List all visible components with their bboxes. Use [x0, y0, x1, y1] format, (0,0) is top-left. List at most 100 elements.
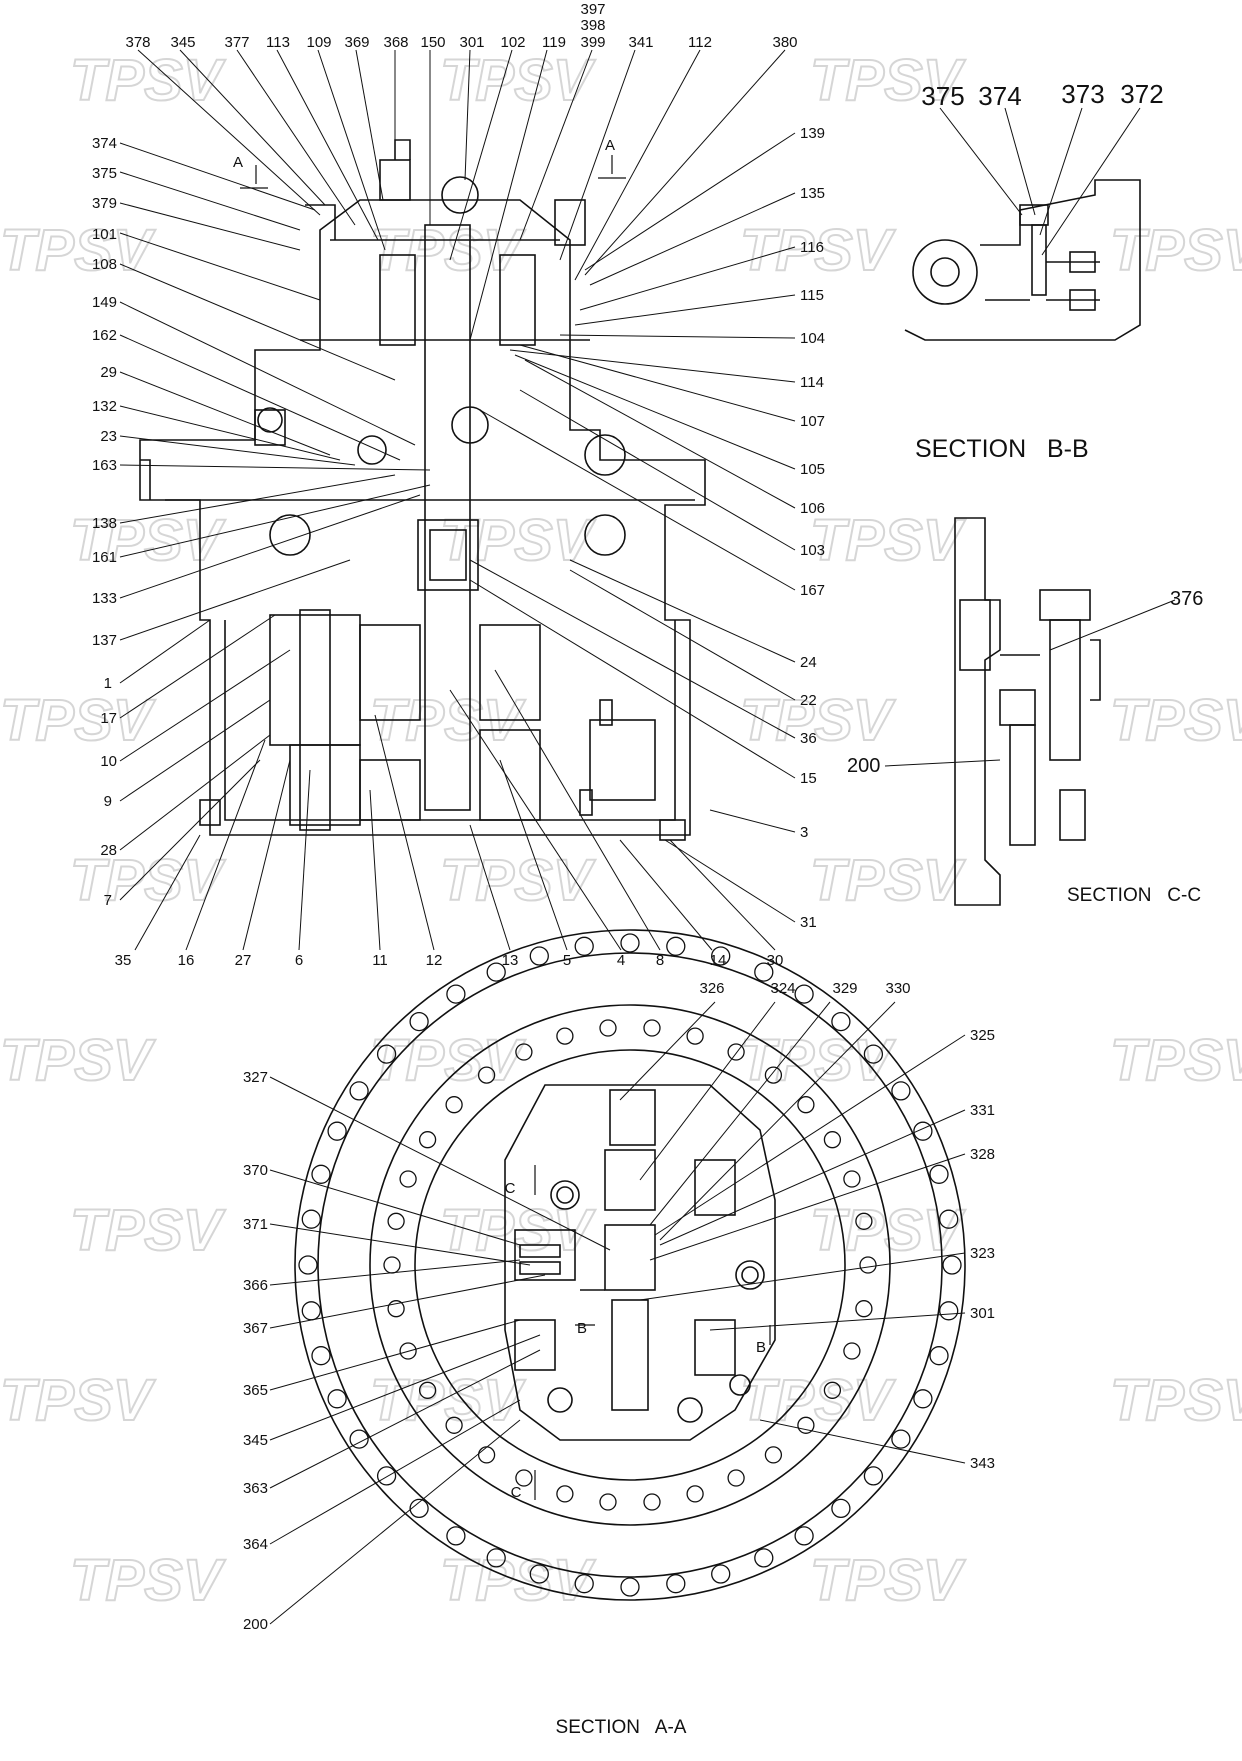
label-341: 341: [628, 34, 653, 51]
label-aa-301: 301: [970, 1305, 995, 1322]
bolt-hole: [574, 936, 594, 956]
watermark-text: TPSV: [740, 688, 896, 753]
watermark-text: TPSV: [1110, 688, 1242, 753]
bolt-hole: [349, 1429, 369, 1449]
right-labels: 139 135 116 115 104 114 107 105 106 103 …: [800, 125, 825, 931]
label-345: 345: [170, 34, 195, 51]
watermark-text: TPSV: [0, 1028, 156, 1093]
label-aa-323: 323: [970, 1245, 995, 1262]
label-aa-331: 331: [970, 1102, 995, 1119]
label-103: 103: [800, 542, 825, 559]
label-9: 9: [104, 793, 112, 810]
label-7: 7: [104, 892, 112, 909]
section-a-marker-right: A: [605, 137, 615, 154]
main-cross-section: [139, 139, 706, 841]
bolt-circles: [298, 933, 962, 1597]
label-11: 11: [372, 952, 388, 969]
label-138: 138: [92, 515, 117, 532]
section-aa-labels-left: 327 370 371 366 367 365 345 363 364 200: [243, 1069, 268, 1633]
section-aa-drawing: [294, 929, 966, 1601]
watermark-text: TPSV: [1110, 218, 1242, 283]
bolt-hole: [929, 1164, 949, 1184]
label-375: 375: [92, 165, 117, 182]
label-5: 5: [563, 952, 571, 969]
label-30: 30: [767, 952, 784, 969]
bottom-labels: 35 16 27 6 11 12 13 5 4 8 14 30: [115, 952, 784, 969]
bolt-hole: [891, 1429, 911, 1449]
bolt-hole: [859, 1256, 877, 1274]
bolt-hole: [311, 1164, 331, 1184]
bolt-hole: [445, 1096, 463, 1114]
label-35: 35: [115, 952, 132, 969]
bolt-hole: [486, 1548, 506, 1568]
bolt-hole: [349, 1081, 369, 1101]
bolt-hole: [556, 1027, 574, 1045]
bolt-hole: [376, 1466, 397, 1486]
watermark-text: TPSV: [70, 1548, 226, 1613]
label-aa-365: 365: [243, 1382, 268, 1399]
bolt-hole: [711, 946, 731, 966]
bolt-hole: [446, 1526, 466, 1546]
bolt-hole: [666, 936, 686, 956]
bolt-hole: [409, 1498, 429, 1519]
bolt-hole: [823, 1381, 842, 1399]
bolt-hole: [754, 1548, 774, 1568]
label-aa-364: 364: [243, 1536, 268, 1553]
bolt-hole: [387, 1212, 405, 1230]
label-27: 27: [235, 952, 252, 969]
bolt-hole: [686, 1485, 704, 1503]
top-labels: 378 345 377 113 109 369 368 150 301 102 …: [125, 1, 797, 51]
label-112: 112: [688, 34, 712, 51]
label-aa-328: 328: [970, 1146, 995, 1163]
bolt-hole: [399, 1170, 417, 1188]
label-15: 15: [800, 770, 817, 787]
watermark-text: TPSV: [810, 848, 966, 913]
label-380: 380: [772, 34, 797, 51]
section-aa-title: SECTION A-A: [556, 1717, 687, 1738]
label-bb-373: 373: [1061, 79, 1104, 109]
bolt-hole: [620, 1577, 640, 1597]
label-bb-372: 372: [1120, 79, 1163, 109]
label-149: 149: [92, 294, 117, 311]
label-109: 109: [306, 34, 331, 51]
leader-lines: [119, 49, 1176, 1625]
label-aa-329: 329: [832, 980, 857, 997]
watermark-text: TPSV: [70, 1198, 226, 1263]
section-aa-marker-b-left: B: [577, 1320, 587, 1337]
watermark-text: TPSV: [740, 1028, 896, 1093]
bolt-hole: [711, 1564, 731, 1584]
bolt-hole: [794, 984, 814, 1004]
bolt-hole: [666, 1574, 686, 1594]
label-397: 397: [580, 1, 605, 18]
label-378: 378: [125, 34, 150, 51]
bolt-hole: [327, 1121, 347, 1141]
section-bb-drawing: [904, 179, 1141, 341]
bolt-hole: [939, 1209, 959, 1229]
label-301: 301: [459, 34, 484, 51]
label-14: 14: [710, 952, 727, 969]
bolt-hole: [387, 1300, 405, 1318]
bolt-hole: [301, 1209, 321, 1229]
label-aa-366: 366: [243, 1277, 268, 1294]
bolt-hole: [764, 1446, 783, 1464]
bolt-hole: [727, 1043, 745, 1061]
watermark-text: TPSV: [810, 48, 966, 113]
bolt-hole: [855, 1300, 873, 1318]
bolt-hole: [643, 1493, 661, 1511]
label-108: 108: [92, 256, 117, 273]
bolt-hole: [515, 1469, 533, 1487]
section-aa-marker-c-top: C: [505, 1180, 516, 1197]
label-8: 8: [656, 952, 664, 969]
label-114: 114: [800, 374, 824, 391]
label-368: 368: [383, 34, 408, 51]
label-aa-324: 324: [770, 980, 795, 997]
label-107: 107: [800, 413, 825, 430]
bolt-hole: [620, 933, 640, 953]
bolt-hole: [891, 1081, 911, 1101]
section-cc-drawing: [954, 517, 1101, 906]
label-aa-325: 325: [970, 1027, 995, 1044]
section-bb-labels: 375 374 373 372: [921, 79, 1163, 111]
watermark-text: TPSV: [1110, 1368, 1242, 1433]
bolt-hole: [301, 1301, 321, 1321]
